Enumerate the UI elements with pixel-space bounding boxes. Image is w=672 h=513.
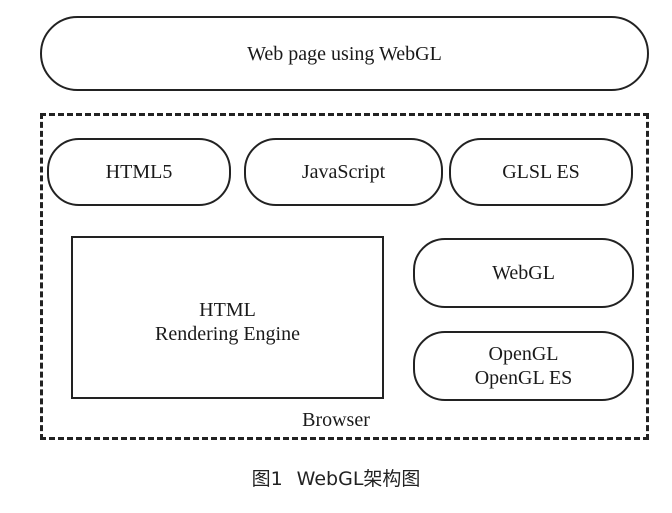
figure-caption: 图1 WebGL架构图 [0,467,672,491]
javascript-box: JavaScript [244,138,443,206]
figure-number: 图1 [251,468,283,490]
glsl-es-box: GLSL ES [449,138,633,206]
opengl-line2: OpenGL ES [474,367,573,389]
rendering-engine-box: HTML Rendering Engine [71,236,384,399]
web-page-box: Web page using WebGL [40,16,649,91]
webgl-label: WebGL [492,262,555,284]
glsl-es-label: GLSL ES [502,161,580,183]
figure-title: WebGL架构图 [296,468,421,490]
browser-label: Browser [302,409,370,431]
opengl-box: OpenGL OpenGL ES [413,331,634,401]
webgl-box: WebGL [413,238,634,308]
javascript-label: JavaScript [301,161,386,183]
web-page-label: Web page using WebGL [247,42,442,65]
html5-box: HTML5 [47,138,231,206]
browser-frame [40,113,649,440]
rendering-engine-line1: HTML [199,299,256,321]
rendering-engine-line2: Rendering Engine [155,323,300,345]
opengl-line1: OpenGL [488,343,559,365]
html5-label: HTML5 [105,161,173,183]
